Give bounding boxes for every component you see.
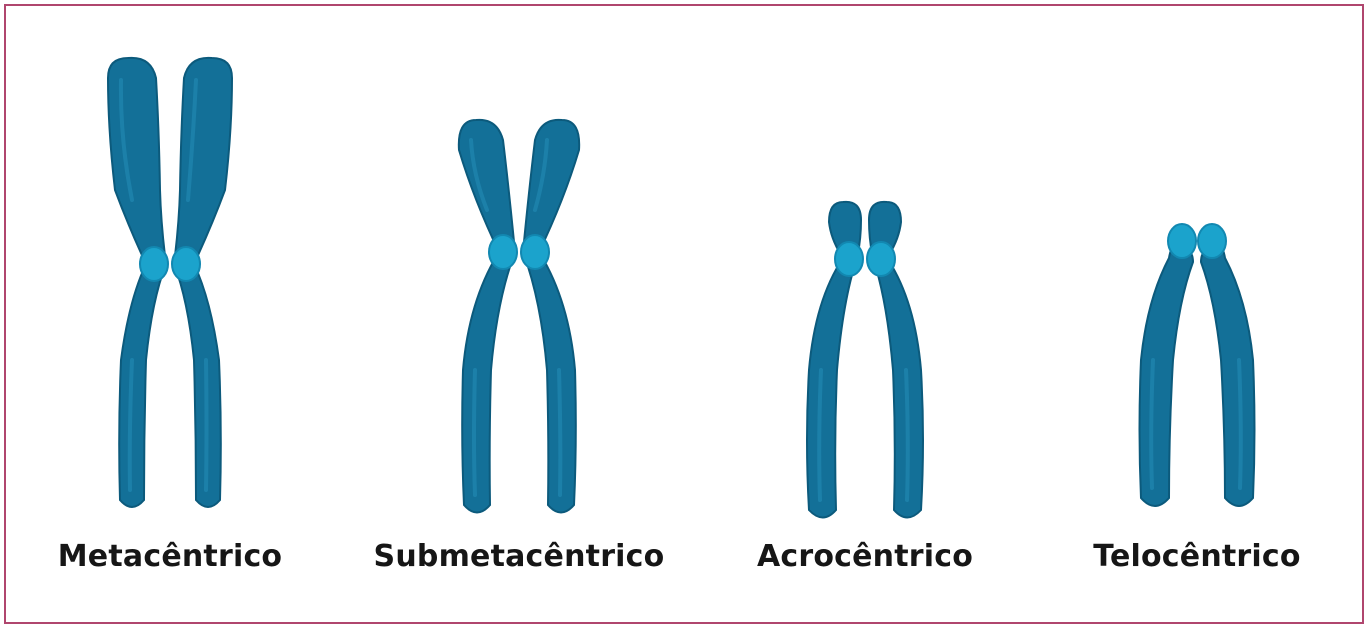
- telocentric-label: Telocêntrico: [1037, 539, 1357, 574]
- acrocentric-label: Acrocêntrico: [705, 539, 1025, 574]
- chromosome-panel-submetacentric: Submetacêntrico: [359, 0, 679, 627]
- telocentric-chromosome-icon: [1037, 0, 1357, 530]
- submetacentric-label: Submetacêntrico: [359, 539, 679, 574]
- acrocentric-chromosome-icon: [705, 0, 1025, 530]
- chromosome-panel-acrocentric: Acrocêntrico: [705, 0, 1025, 627]
- submetacentric-chromosome-icon: [359, 0, 679, 530]
- metacentric-label: Metacêntrico: [10, 539, 330, 574]
- metacentric-chromosome-icon: [10, 0, 330, 530]
- chromosome-panel-telocentric: Telocêntrico: [1037, 0, 1357, 627]
- chromosome-panel-metacentric: Metacêntrico: [10, 0, 330, 627]
